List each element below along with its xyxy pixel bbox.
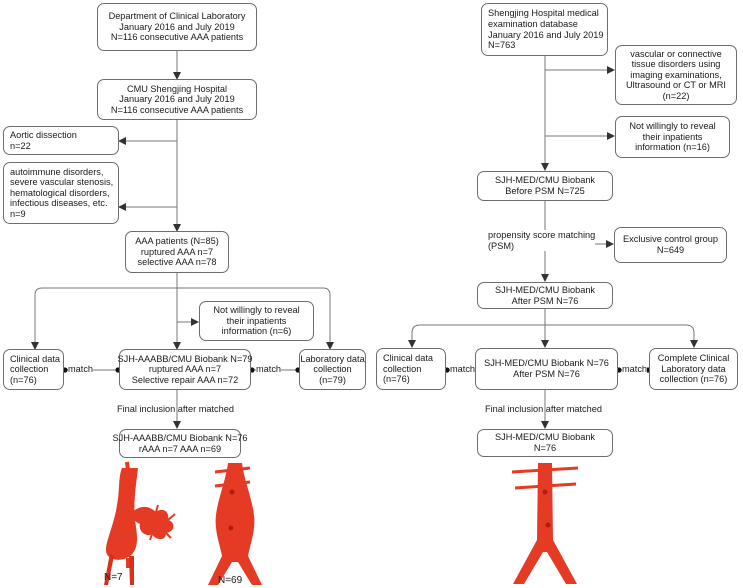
match-label: match	[68, 364, 94, 375]
left-final-inclusion-label: Final inclusion after matched	[117, 404, 234, 414]
left-not-willing-box: Not willingly to reveal their inpatients…	[199, 301, 314, 341]
after-psm-box: SJH-MED/CMU Biobank After PSM N=76	[477, 282, 613, 309]
match-label: match	[622, 364, 648, 375]
match-label: match	[256, 364, 282, 375]
before-psm-box: SJH-MED/CMU Biobank Before PSM N=725	[477, 171, 613, 201]
left-clinical-data-box: Clinical data collection (n=76)	[3, 349, 64, 390]
right-final-box: SJH-MED/CMU Biobank N=76	[477, 429, 613, 457]
aaa-count-label: N=69	[218, 575, 243, 586]
complete-clinical-box: Complete Clinical Laboratory data collec…	[649, 348, 738, 390]
right-biobank-box: SJH-MED/CMU Biobank N=76 After PSM N=76	[475, 348, 618, 390]
exclusive-control-box: Exclusive control group N=649	[614, 227, 727, 263]
left-hospital-box: CMU Shengjing Hospital January 2016 and …	[97, 79, 257, 120]
vascular-disorders-box: vascular or connective tissue disorders …	[615, 45, 737, 105]
aorta-illustration-right	[511, 463, 579, 584]
right-final-inclusion-label: Final inclusion after matched	[485, 404, 602, 414]
excluded-disorders-box: autoimmune disorders, severe vascular st…	[3, 162, 119, 224]
left-final-box: SJH-AAABB/CMU Biobank N=76 rAAA n=7 AAA …	[112, 429, 248, 458]
right-not-willing-box: Not willingly to reveal their inpatients…	[615, 116, 730, 158]
aortic-dissection-box: Aortic dissection n=22	[3, 126, 119, 155]
aaa-aorta-illustration-left	[208, 463, 262, 585]
psm-label: propensity score matching (PSM)	[488, 230, 596, 252]
ruptured-count-label: N=7	[104, 572, 123, 583]
ruptured-aorta-illustration	[104, 461, 176, 585]
right-clinical-data-box: Clinical data collection (n=76)	[376, 348, 446, 390]
left-source-box: Department of Clinical Laboratory Januar…	[97, 3, 257, 51]
laboratory-data-box: Laboratory data collection (n=79)	[299, 349, 366, 390]
aaa-patients-box: AAA patients (N=85) ruptured AAA n=7 sel…	[125, 231, 229, 273]
right-source-box: Shengjing Hospital medical examination d…	[481, 3, 608, 56]
left-biobank-box: SJH-AAABB/CMU Biobank N=79 ruptured AAA …	[117, 349, 253, 390]
match-label: match	[450, 364, 476, 375]
